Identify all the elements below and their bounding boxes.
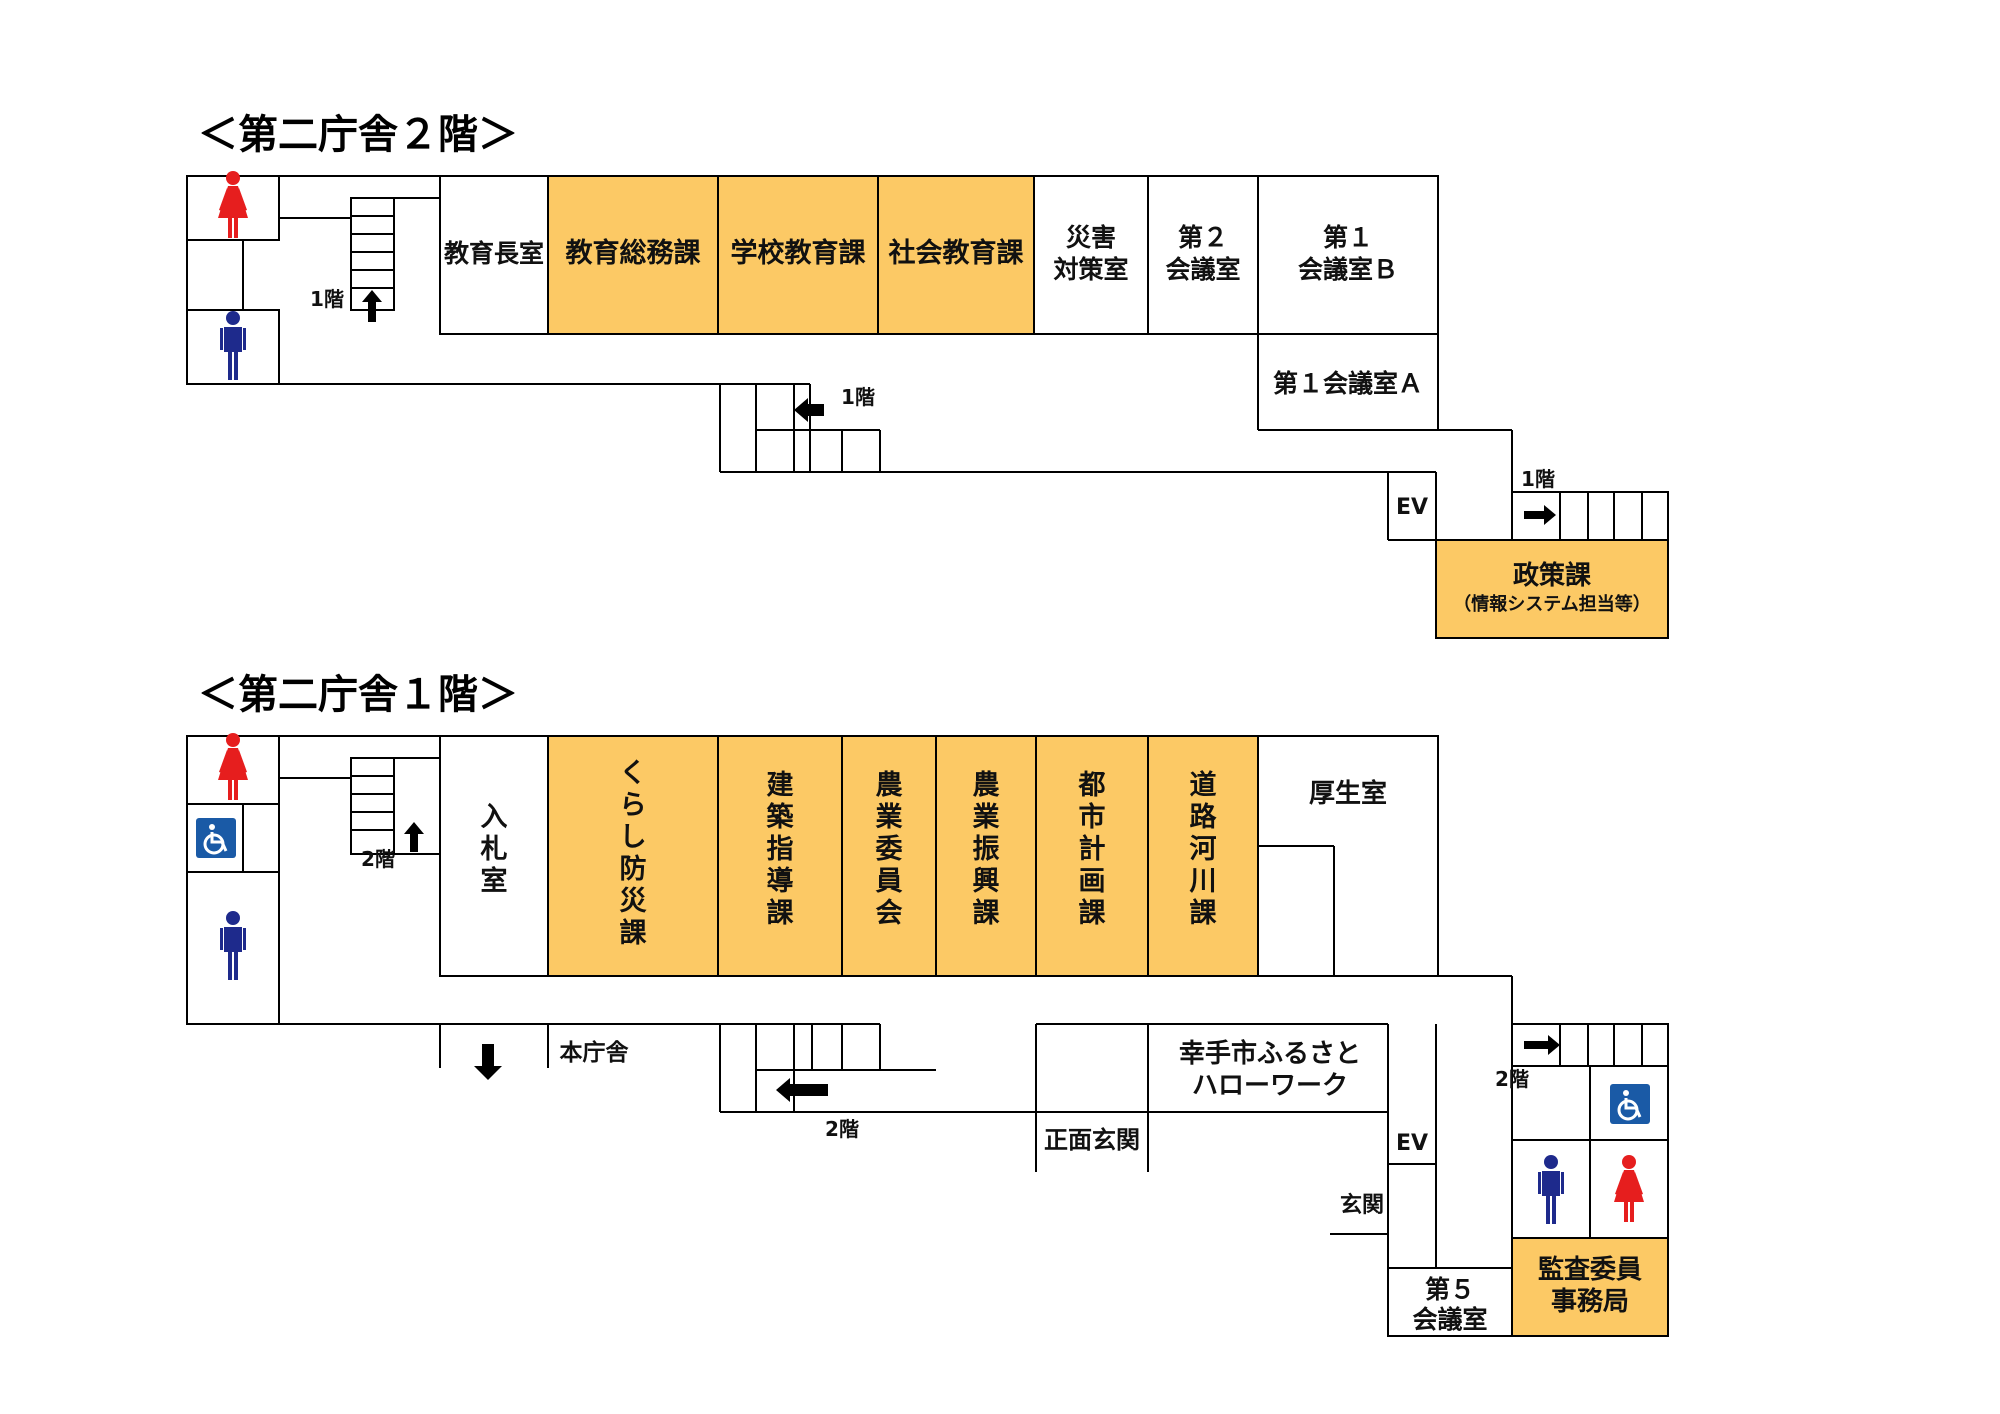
floor1-title: ＜第二庁舎１階＞ bbox=[198, 672, 518, 718]
stairs-label-left-f2: 1階 bbox=[310, 287, 344, 311]
arrow-up-icon bbox=[362, 290, 382, 322]
floor1-highlight-rooms bbox=[547, 735, 1669, 1337]
arrow-right-icon bbox=[1524, 1035, 1560, 1055]
ev-label-f1: EV bbox=[1396, 1131, 1428, 1156]
restroom-male-f2 bbox=[186, 309, 280, 385]
floor2-highlight-rooms bbox=[547, 175, 1669, 639]
stairs-label-middle-f2: 1階 bbox=[841, 385, 875, 409]
room-kurashi bbox=[547, 735, 719, 977]
room-gakko-kyoiku bbox=[717, 175, 879, 335]
room-kaigi2-label-1: 第２ bbox=[1178, 223, 1228, 252]
room-kenchiku-label: 建築指導課 bbox=[766, 770, 795, 929]
floor2-walls bbox=[186, 175, 1669, 541]
room-kyoikucho-label: 教育長室 bbox=[444, 239, 544, 268]
room-kaigi1a-label: 第１会議室Ａ bbox=[1273, 369, 1423, 398]
male-restroom-icon bbox=[220, 911, 246, 980]
honchosha-label: 本庁舎 bbox=[560, 1039, 630, 1066]
stairs-label-left-f1: 2階 bbox=[361, 847, 395, 871]
room-doro bbox=[1147, 735, 1259, 977]
room-kansa-label-1: 監査委員 bbox=[1538, 1254, 1642, 1285]
stairs-label-middle-f1: 2階 bbox=[825, 1117, 859, 1141]
wheelchair-icon bbox=[194, 816, 238, 860]
wheelchair-icon bbox=[1608, 1082, 1652, 1126]
arrow-up-icon bbox=[404, 822, 424, 852]
room-seisaku-sublabel: （情報システム担当等） bbox=[1453, 593, 1650, 615]
stairs-label-right-f2: 1階 bbox=[1521, 467, 1555, 491]
room-nyusatsu-label: 入札室 bbox=[481, 802, 508, 897]
room-kaigi5-label-1: 第５ bbox=[1425, 1275, 1475, 1304]
room-shakai-kyoiku bbox=[877, 175, 1035, 335]
female-restroom-icon bbox=[1614, 1155, 1644, 1222]
arrow-left-icon bbox=[776, 1078, 828, 1102]
room-nogyo-shinko-label: 農業振興課 bbox=[973, 770, 1001, 929]
room-gakko-kyoiku-label: 学校教育課 bbox=[731, 237, 867, 269]
room-kaigi2-label-2: 会議室 bbox=[1165, 255, 1240, 284]
room-kaigi1b-label-2: 会議室Ｂ bbox=[1298, 255, 1398, 284]
entrance-label: 玄関 bbox=[1340, 1192, 1384, 1218]
room-kaigi5-label-2: 会議室 bbox=[1412, 1305, 1487, 1334]
vertical-room-labels: 入札室 くらし防災課 建築指導課 農業委員会 農業振興課 都市計画課 道路河川課 bbox=[481, 758, 1218, 949]
room-kurashi-label: くらし防災課 bbox=[620, 758, 648, 949]
arrow-right-icon bbox=[1524, 505, 1556, 525]
room-kaigi1b-label-1: 第１ bbox=[1323, 223, 1373, 252]
room-kenchiku bbox=[717, 735, 843, 977]
male-restroom-icon bbox=[1538, 1155, 1564, 1224]
room-toshi-label: 都市計画課 bbox=[1078, 770, 1107, 929]
floor2-title: ＜第二庁舎２階＞ bbox=[198, 112, 518, 158]
stairs-label-right-f1: 2階 bbox=[1495, 1067, 1529, 1091]
female-restroom-icon bbox=[218, 171, 248, 238]
room-nogyo-iinkai-label: 農業委員会 bbox=[876, 770, 903, 929]
entrance-main-label: 正面玄関 bbox=[1044, 1126, 1140, 1154]
room-shakai-kyoiku-label: 社会教育課 bbox=[889, 237, 1025, 269]
room-hello-label-2: ハローワーク bbox=[1192, 1071, 1348, 1101]
room-doro-label: 道路河川課 bbox=[1190, 769, 1218, 929]
room-kyoiku-somu-label: 教育総務課 bbox=[566, 237, 702, 269]
room-seisaku bbox=[1435, 539, 1669, 639]
room-nogyo-shinko bbox=[935, 735, 1037, 977]
room-toshi bbox=[1035, 735, 1149, 977]
room-kosei-label: 厚生室 bbox=[1309, 778, 1387, 809]
room-saigai-label-2: 対策室 bbox=[1053, 255, 1128, 284]
ev-label-f2: EV bbox=[1396, 495, 1428, 520]
room-saigai-label-1: 災害 bbox=[1066, 223, 1116, 252]
room-kansa bbox=[1511, 1237, 1669, 1337]
arrow-left-icon bbox=[794, 398, 824, 422]
room-nogyo-iinkai bbox=[841, 735, 937, 977]
room-kyoiku-somu bbox=[547, 175, 719, 335]
male-restroom-icon bbox=[220, 311, 246, 380]
room-hello-label-1: 幸手市ふるさと bbox=[1179, 1038, 1361, 1069]
restroom-male-f1 bbox=[186, 871, 280, 1025]
room-seisaku-label: 政策課 bbox=[1513, 560, 1592, 591]
floor1-walls bbox=[186, 735, 1669, 1337]
room-kansa-label-2: 事務局 bbox=[1551, 1287, 1629, 1317]
arrow-down-icon bbox=[474, 1044, 502, 1080]
female-restroom-icon bbox=[218, 733, 248, 800]
